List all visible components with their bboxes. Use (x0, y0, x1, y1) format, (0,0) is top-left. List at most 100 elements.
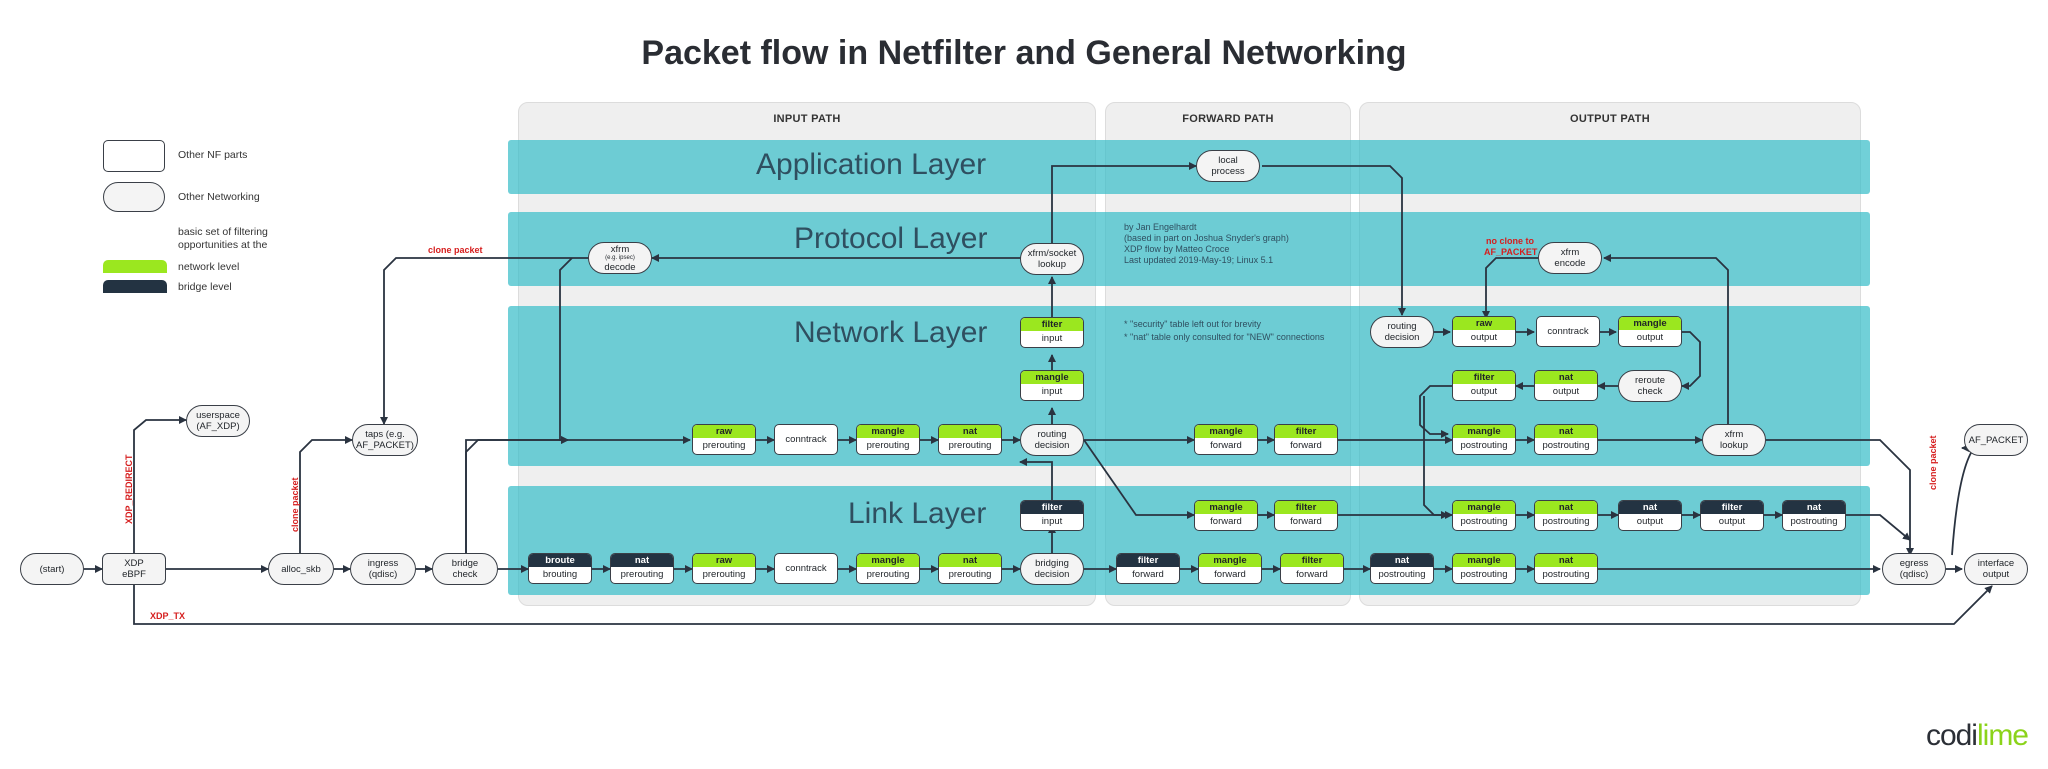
chain-label: forward (1290, 440, 1322, 451)
table-label: raw (693, 554, 755, 567)
bridge-nat-postrouting-2-hook: nat postrouting (1782, 500, 1846, 531)
bridging-label-1: bridging (1035, 558, 1069, 569)
iface-label-1: interface (1977, 558, 2015, 569)
xfrm-encode-label-2: encode (1554, 258, 1586, 269)
table-label: mangle (1453, 425, 1515, 438)
xfrm-decode-label-2: (e.g. ipsec) (605, 254, 635, 261)
codilime-logo: codilime (1925, 719, 2029, 753)
xfrm-decode-node: xfrm(e.g. ipsec)decode (588, 242, 652, 274)
table-label: mangle (1453, 554, 1515, 567)
wire (465, 436, 569, 553)
xdp-redirect-label: XDP_REDIRECT (124, 454, 134, 524)
wire (1051, 162, 1197, 243)
table-label: filter (1281, 554, 1343, 567)
chain-label: postrouting (1460, 516, 1508, 527)
table-label: nat (1783, 501, 1845, 514)
conntrack-label: conntrack (785, 434, 827, 445)
xfrm-socket-label-2: lookup (1038, 259, 1066, 270)
chain-label: postrouting (1460, 569, 1508, 580)
bridge-check-label-1: bridge (451, 558, 479, 569)
credits: by Jan Engelhardt (based in part on Josh… (1124, 222, 1289, 266)
link-mangle-postrouting-2-hook: mangle postrouting (1452, 500, 1516, 531)
table-label: mangle (1021, 371, 1083, 384)
legend-bridge-swatch (103, 280, 167, 293)
link-mangle-postrouting-hook: mangle postrouting (1452, 553, 1516, 584)
chain-label: postrouting (1790, 516, 1838, 527)
table-label: nat (1535, 554, 1597, 567)
xdp-label-2: eBPF (122, 569, 146, 580)
wire (1680, 331, 1701, 390)
no-clone-label-2: AF_PACKET (1484, 247, 1538, 257)
legend-network-text: network level (178, 261, 240, 273)
wire (1419, 385, 1452, 438)
clone-packet-top-label: clone packet (428, 245, 483, 255)
legend-basic-set-1: basic set of filtering (178, 226, 268, 238)
chain-label: forward (1210, 516, 1242, 527)
userspace-label-1: userspace (196, 410, 240, 421)
note-security: * "security" table left out for brevity (1124, 319, 1261, 329)
page-title: Packet flow in Netfilter and General Net… (641, 34, 1407, 72)
chain-label: brouting (542, 569, 578, 580)
ingress-label-2: (qdisc) (368, 569, 398, 580)
table-label: mangle (1199, 554, 1261, 567)
conntrack-output-label: conntrack (1547, 326, 1589, 337)
xfrm-decode-label-1: xfrm (610, 243, 630, 255)
routing-label-2: decision (1034, 440, 1070, 451)
wire (1603, 254, 1729, 424)
bridging-label-2: decision (1034, 569, 1070, 580)
chain-label: forward (1290, 516, 1322, 527)
taps-label-2: AF_PACKET) (356, 440, 414, 451)
chain-label: prerouting (866, 440, 910, 451)
protocol-layer-label: Protocol Layer (794, 222, 988, 255)
chain-label: postrouting (1542, 516, 1590, 527)
chain-label: prerouting (866, 569, 910, 580)
chain-label: input (1041, 516, 1063, 527)
wire (559, 257, 573, 444)
reroute-label-1: reroute (1634, 375, 1666, 386)
logo-part-1: codi (1925, 719, 1978, 752)
legend-network-swatch (103, 260, 167, 273)
egress-label-2: (qdisc) (1899, 569, 1929, 580)
chain-label: output (1718, 516, 1746, 527)
legend-basic-set-2: opportunities at the (178, 239, 268, 251)
broute-brouting-hook: broute brouting (528, 553, 592, 584)
table-label: broute (529, 554, 591, 567)
chain-label: output (1470, 332, 1498, 343)
table-label: mangle (1453, 501, 1515, 514)
table-label: mangle (857, 425, 919, 438)
chain-label: postrouting (1378, 569, 1426, 580)
wire (380, 257, 592, 425)
table-label: mangle (1195, 425, 1257, 438)
xfrm-decode-label-3: decode (604, 261, 636, 273)
xfrm-encode-label-1: xfrm (1560, 247, 1580, 258)
wire (1766, 439, 1914, 556)
iface-label-2: output (1982, 569, 2010, 580)
legend-networking-box (103, 182, 165, 212)
egress-node: egress(qdisc) (1882, 553, 1946, 585)
chain-label: prerouting (948, 569, 992, 580)
xfrm-lookup-label-1: xfrm (1724, 429, 1744, 440)
wire (1846, 514, 1911, 541)
wire (133, 416, 187, 553)
wire (1423, 396, 1449, 519)
input-path-title: INPUT PATH (773, 113, 841, 125)
